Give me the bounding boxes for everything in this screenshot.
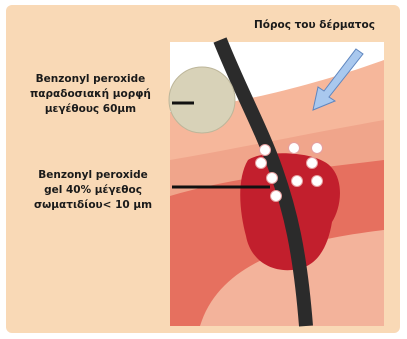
conventional-label-line1: Benzonyl peroxide — [30, 72, 151, 87]
conventional-label-line2: παραδοσιακή μορφή — [30, 87, 151, 102]
small-particle — [292, 176, 303, 187]
large-particle — [169, 67, 235, 133]
skin-pore-label: Πόρος του δέρματος — [254, 18, 375, 33]
small-particle — [256, 158, 267, 169]
gel-label-line1: Benzonyl peroxide — [34, 168, 152, 183]
conventional-particle-label: Benzonyl peroxide παραδοσιακή μορφή μεγέ… — [30, 72, 151, 117]
conventional-label-line3: μεγέθους 60μm — [30, 102, 151, 117]
small-particle — [289, 143, 300, 154]
small-particle — [271, 191, 282, 202]
small-particle — [307, 158, 318, 169]
skin-pore-label-text: Πόρος του δέρματος — [254, 18, 375, 33]
gel-label-line2: gel 40% μέγεθος — [34, 183, 152, 198]
small-particle — [267, 173, 278, 184]
small-particle — [312, 143, 323, 154]
gel-particle-label: Benzonyl peroxide gel 40% μέγεθος σωματι… — [34, 168, 152, 213]
small-particle — [312, 176, 323, 187]
gel-label-line3: σωματιδίου< 10 μm — [34, 198, 152, 213]
small-particle — [260, 145, 271, 156]
